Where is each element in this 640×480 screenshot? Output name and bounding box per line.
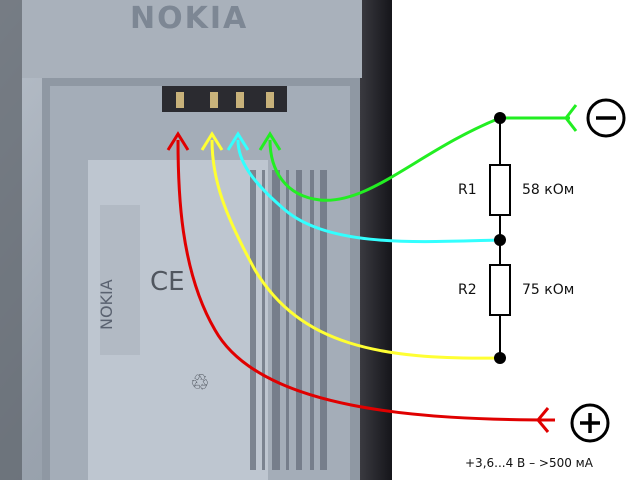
battery-contacts — [162, 86, 287, 112]
nokia-logo: NOKIA — [130, 1, 248, 36]
recycle-mark: ♲ — [190, 371, 210, 396]
ce-mark: CE — [150, 267, 185, 297]
negative-terminal-icon — [586, 98, 626, 138]
positive-terminal-icon — [570, 403, 610, 443]
cyan-wire-arrow — [226, 131, 250, 151]
node-middle — [494, 234, 506, 246]
yellow-wire-arrow — [200, 131, 224, 151]
green-wire — [268, 116, 501, 202]
phone-photo: NOKIA CE ♲ NOKIA — [0, 0, 392, 480]
yellow-wire — [210, 139, 501, 360]
cyan-wire — [236, 139, 501, 244]
node-top — [494, 112, 506, 124]
r2-label: R2 — [458, 282, 477, 298]
label-brand: NOKIA — [97, 279, 116, 330]
supply-note: +3,6...4 В – >500 мА — [465, 456, 594, 470]
red-wire-arrow — [166, 131, 190, 151]
green-wire-arrow — [258, 131, 282, 151]
node-bottom — [494, 352, 506, 364]
r1-label: R1 — [458, 182, 477, 198]
resistor-r1 — [489, 164, 511, 216]
r2-value: 75 кОм — [522, 282, 574, 298]
resistor-r2 — [489, 264, 511, 316]
negative-fork — [564, 104, 578, 132]
red-wire — [176, 139, 556, 422]
r1-value: 58 кОм — [522, 182, 574, 198]
